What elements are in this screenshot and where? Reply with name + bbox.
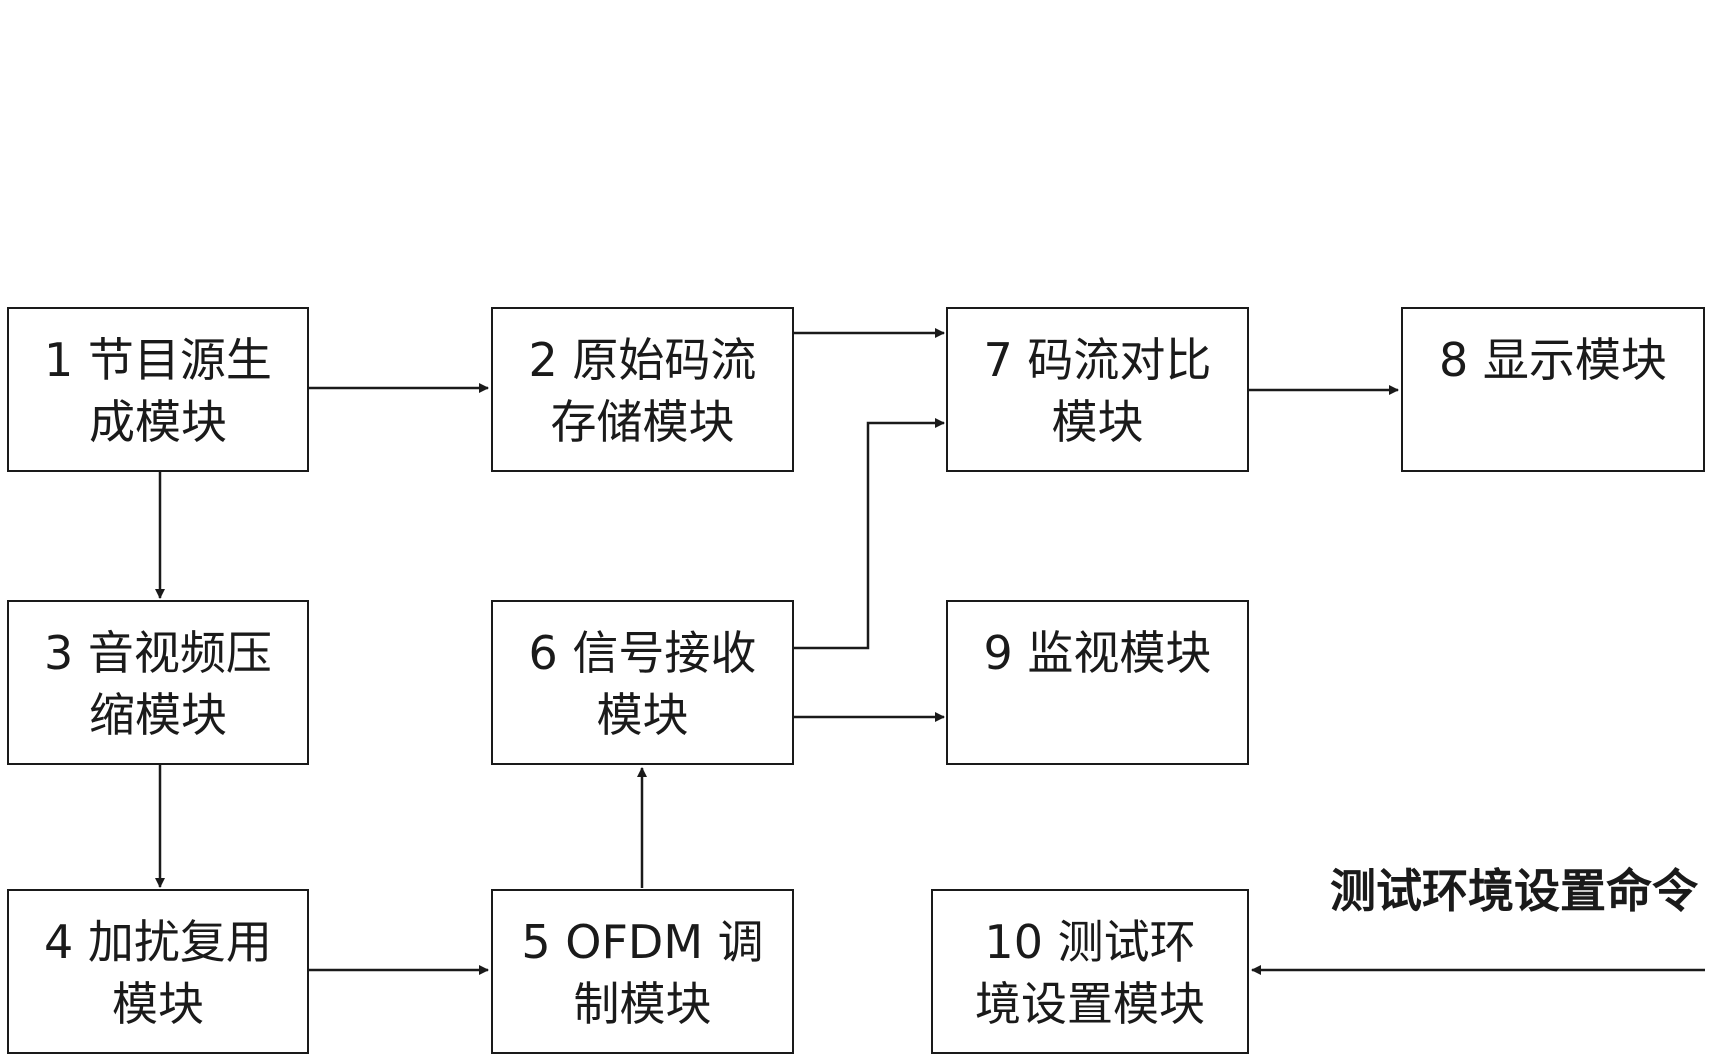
box-av-compression: 3 音视频压 缩模块 [7, 600, 309, 765]
box-monitor: 9 监视模块 [946, 600, 1249, 765]
box-display: 8 显示模块 [1401, 307, 1705, 472]
box-10-line-2: 境设置模块 [975, 973, 1205, 1035]
box-5-line-2: 制模块 [574, 973, 712, 1035]
box-7-line-1: 7 码流对比 [984, 329, 1212, 391]
box-9-line-1: 9 监视模块 [984, 622, 1212, 684]
box-5-line-1: 5 OFDM 调 [521, 911, 763, 973]
box-stream-compare: 7 码流对比 模块 [946, 307, 1249, 472]
box-4-line-1: 4 加扰复用 [44, 911, 272, 973]
box-4-line-2: 模块 [112, 973, 204, 1035]
box-10-line-1: 10 测试环 [984, 911, 1195, 973]
box-7-line-2: 模块 [1052, 391, 1144, 453]
box-ofdm-modulation: 5 OFDM 调 制模块 [491, 889, 794, 1054]
box-6-line-1: 6 信号接收 [529, 622, 757, 684]
box-1-line-2: 成模块 [89, 391, 227, 453]
box-8-line-1: 8 显示模块 [1439, 329, 1667, 391]
box-scramble-mux: 4 加扰复用 模块 [7, 889, 309, 1054]
box-test-env-setup: 10 测试环 境设置模块 [931, 889, 1249, 1054]
box-program-source: 1 节目源生 成模块 [7, 307, 309, 472]
box-1-line-1: 1 节目源生 [44, 329, 272, 391]
test-env-command-label: 测试环境设置命令 [1330, 855, 1698, 921]
box-2-line-1: 2 原始码流 [529, 329, 757, 391]
box-3-line-2: 缩模块 [89, 684, 227, 746]
box-signal-receive: 6 信号接收 模块 [491, 600, 794, 765]
box-3-line-1: 3 音视频压 [44, 622, 272, 684]
arrow-6-to-7 [793, 423, 944, 648]
box-2-line-2: 存储模块 [551, 391, 735, 453]
box-6-line-2: 模块 [597, 684, 689, 746]
box-raw-stream-storage: 2 原始码流 存储模块 [491, 307, 794, 472]
